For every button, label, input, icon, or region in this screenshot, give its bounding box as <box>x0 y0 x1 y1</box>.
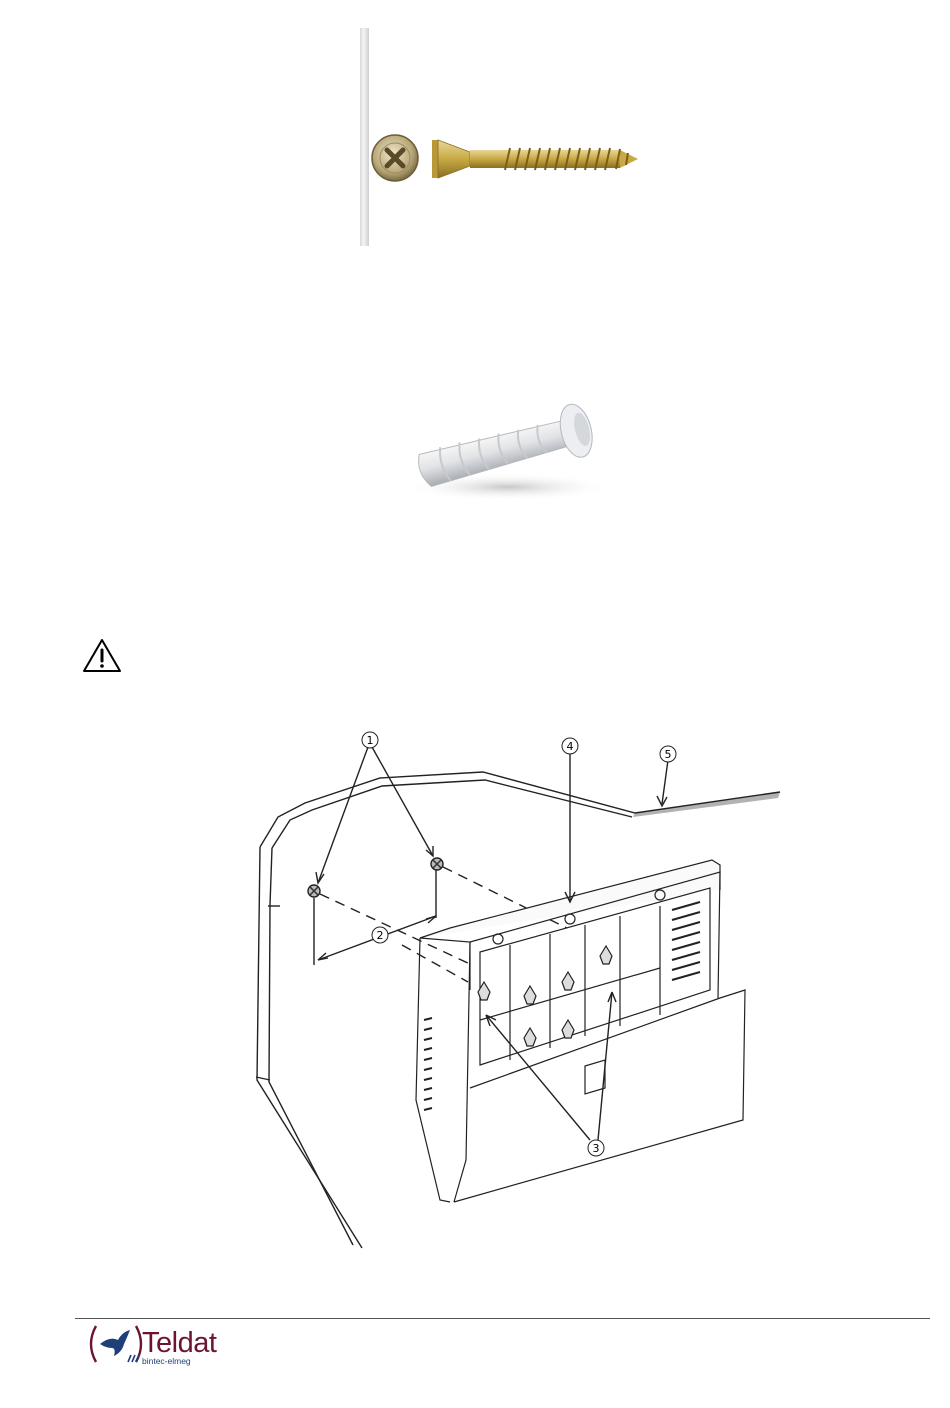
callout-4-label: 4 <box>567 740 574 753</box>
callout-5-leader <box>657 760 668 806</box>
spacing-dimension <box>314 870 436 965</box>
teldat-logo: Teldat bintec-elmeg <box>86 1322 256 1370</box>
plastic-wall-plug-photo <box>398 352 640 530</box>
callout-5-label: 5 <box>665 748 672 761</box>
footer-divider <box>75 1318 930 1319</box>
logo-tagline: bintec-elmeg <box>142 1356 191 1366</box>
callout-2-label: 2 <box>377 929 384 942</box>
callout-1-leaders <box>316 747 433 883</box>
router-device <box>416 860 745 1202</box>
bird-icon <box>100 1330 130 1356</box>
logo-wordmark: Teldat <box>142 1327 217 1359</box>
wood-screw-photo <box>360 28 650 248</box>
warning-triangle-icon <box>82 638 122 674</box>
wall-mounting-diagram: 1 2 3 4 5 <box>240 720 800 1260</box>
wall-screw-icon <box>308 858 443 897</box>
logo-bracket-left <box>91 1326 96 1362</box>
callout-4-leader <box>565 754 575 902</box>
anchor-figure <box>398 352 640 530</box>
screw-figure <box>360 28 650 248</box>
callout-3-label: 3 <box>593 1142 600 1155</box>
callout-1-label: 1 <box>367 734 374 747</box>
